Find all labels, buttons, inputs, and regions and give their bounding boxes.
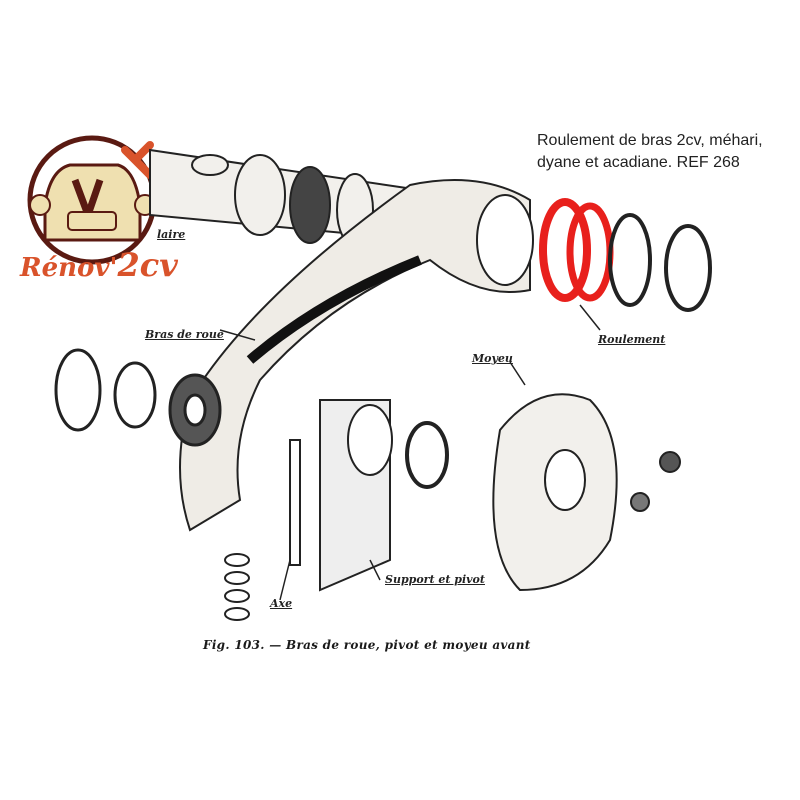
renov2cv-logo: [27, 135, 157, 265]
label-bras-de-roue: Bras de roue: [145, 328, 224, 341]
logo-text: Rénov'2cv: [20, 246, 178, 284]
label-roulement: Roulement: [598, 333, 666, 346]
hub: [492, 393, 681, 592]
support-pivot: [289, 399, 449, 592]
label-moyeu: Moyeu: [472, 352, 513, 365]
axle-tube: [149, 148, 421, 247]
figure-caption: Fig. 103. — Bras de roue, pivot et moyeu…: [203, 638, 531, 652]
product-title-line1: Roulement de bras 2cv, méhari,: [537, 132, 763, 149]
product-title: Roulement de bras 2cv, méhari, dyane et …: [537, 130, 797, 174]
product-title-line2: dyane et acadiane. REF 268: [537, 154, 740, 171]
washers: [224, 553, 250, 621]
label-support-et-pivot: Support et pivot: [385, 573, 485, 586]
label-axe: Axe: [270, 597, 293, 610]
leader-lines: [219, 304, 601, 601]
left-seals: [54, 348, 222, 447]
wheel-arm: [179, 179, 534, 532]
bearing-rings-highlighted: [539, 198, 712, 312]
label-laire: laire: [157, 228, 186, 241]
